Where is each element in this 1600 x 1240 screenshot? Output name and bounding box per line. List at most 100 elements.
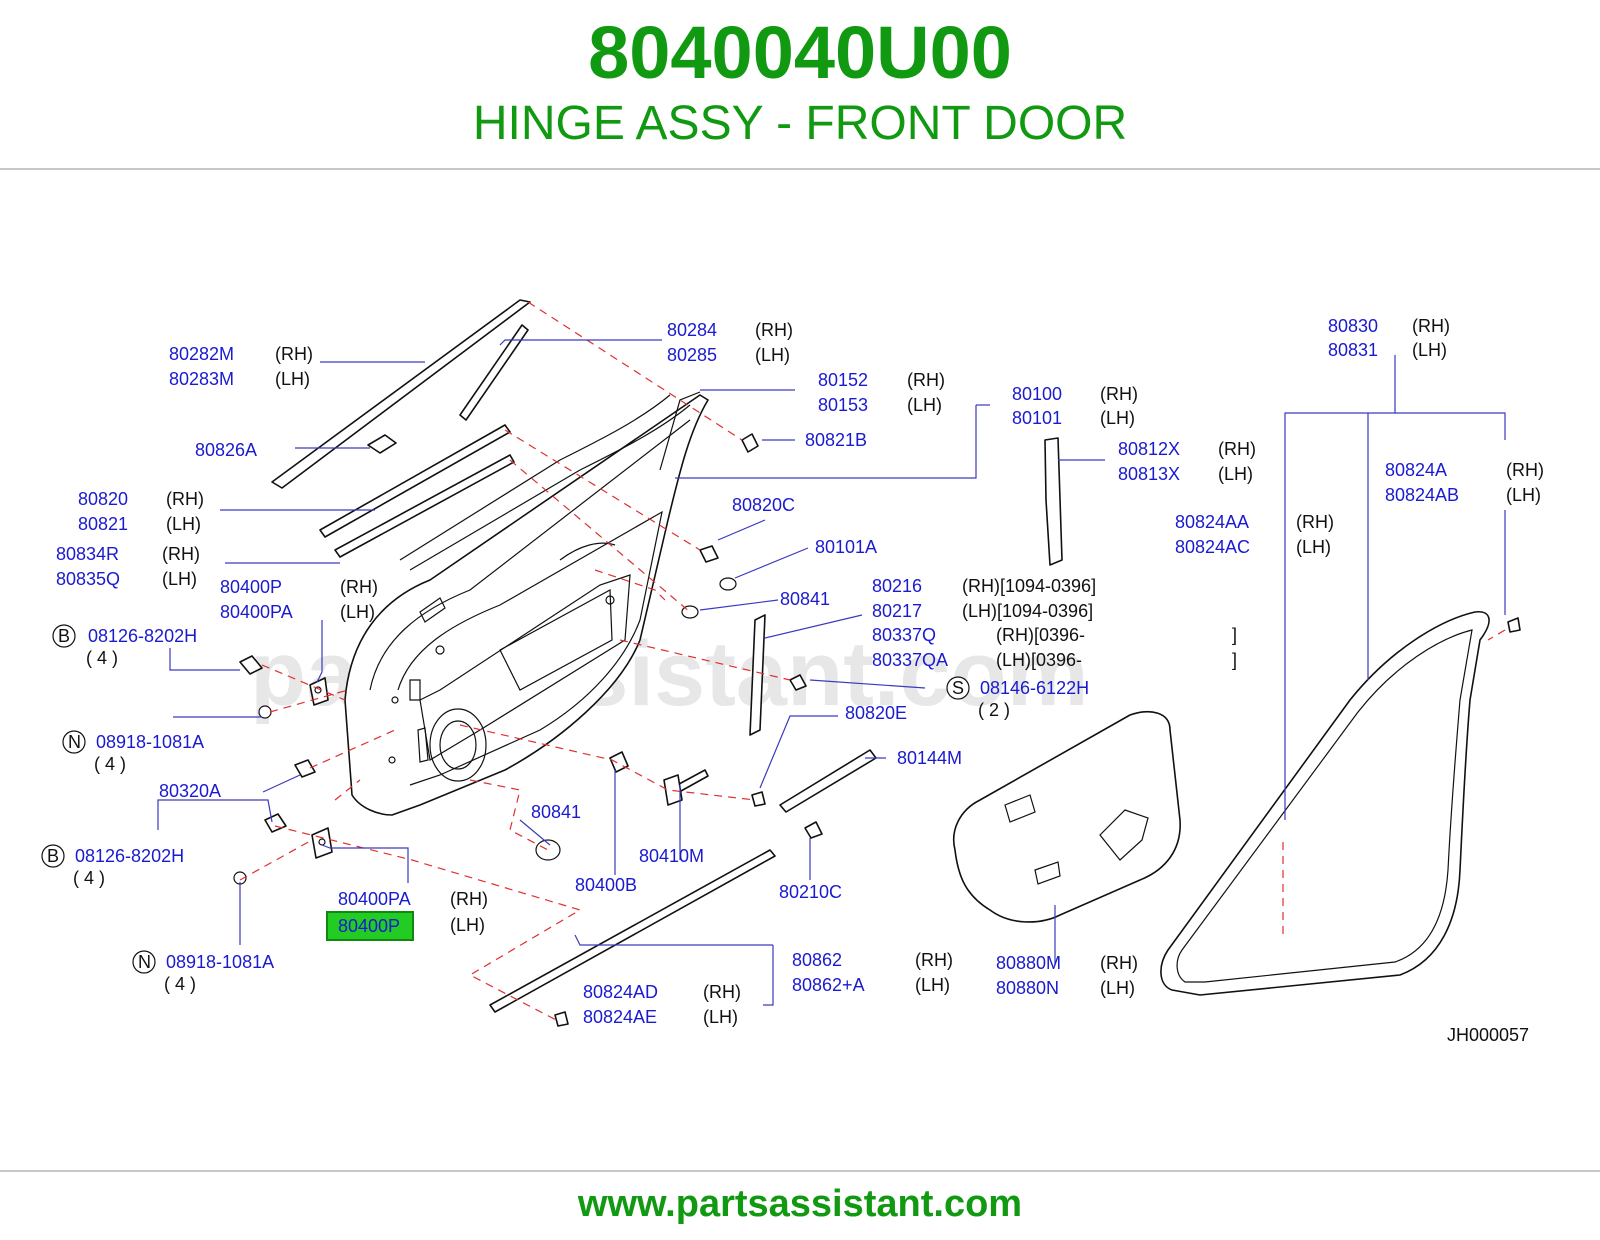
- label-80813X[interactable]: 80813X: [1118, 464, 1180, 484]
- label-08146-6122H[interactable]: 08146-6122H: [980, 678, 1089, 698]
- qty-08126-8202H-bottom: ( 4 ): [73, 868, 105, 888]
- label-80841-top[interactable]: 80841: [780, 589, 830, 609]
- label-80824AA[interactable]: 80824AA: [1175, 512, 1249, 532]
- door-check-drawing: [663, 769, 709, 806]
- badge-circle-b2: [41, 844, 65, 868]
- label-80862[interactable]: 80862: [792, 950, 842, 970]
- badge-circle-n1: [62, 730, 86, 754]
- label-80283M[interactable]: 80283M: [169, 369, 234, 389]
- door-shell-drawing: [344, 394, 709, 816]
- footer-divider: [0, 1170, 1600, 1172]
- part-labels: 80284 (RH) 80285 (LH) 80282M (RH) 80283M…: [41, 316, 1544, 1045]
- label-80830[interactable]: 80830: [1328, 316, 1378, 336]
- side-80830: (RH): [1412, 316, 1450, 336]
- side-80100: (RH): [1100, 384, 1138, 404]
- badge-circle-b1: [52, 624, 76, 648]
- qty-08126-8202H-top: ( 4 ): [86, 648, 118, 668]
- side-80101: (LH): [1100, 408, 1135, 428]
- label-80824AB[interactable]: 80824AB: [1385, 485, 1459, 505]
- label-80216[interactable]: 80216: [872, 576, 922, 596]
- side-80834R: (RH): [162, 544, 200, 564]
- label-80812X[interactable]: 80812X: [1118, 439, 1180, 459]
- label-80820C[interactable]: 80820C: [732, 495, 795, 515]
- label-80337Q[interactable]: 80337Q: [872, 625, 936, 645]
- alignment-dashes: [239, 301, 1506, 1023]
- label-80210C[interactable]: 80210C: [779, 882, 842, 902]
- badge-n1: N: [68, 732, 81, 752]
- side-80862A: (LH): [915, 975, 950, 995]
- label-80824AD[interactable]: 80824AD: [583, 982, 658, 1002]
- badge-n2: N: [138, 952, 151, 972]
- label-80820E[interactable]: 80820E: [845, 703, 907, 723]
- label-80152[interactable]: 80152: [818, 370, 868, 390]
- footer-url[interactable]: www.partsassistant.com: [577, 1183, 1023, 1225]
- side-80283M: (LH): [275, 369, 310, 389]
- side-80820: (RH): [166, 489, 204, 509]
- label-80282M[interactable]: 80282M: [169, 344, 234, 364]
- badge-circle-n2: [132, 950, 156, 974]
- label-80826A[interactable]: 80826A: [195, 440, 257, 460]
- label-80824A[interactable]: 80824A: [1385, 460, 1447, 480]
- qty-08918-1081A-bottom: ( 4 ): [164, 974, 196, 994]
- label-80337QA[interactable]: 80337QA: [872, 650, 948, 670]
- label-80153[interactable]: 80153: [818, 395, 868, 415]
- label-80285[interactable]: 80285: [667, 345, 717, 365]
- header-divider: [0, 168, 1600, 170]
- label-08918-1081A-top[interactable]: 08918-1081A: [96, 732, 204, 752]
- side-80400PA-top: (LH): [340, 602, 375, 622]
- label-80821B[interactable]: 80821B: [805, 430, 867, 450]
- sash-channel-drawing: [749, 437, 1063, 736]
- label-80824AC[interactable]: 80824AC: [1175, 537, 1250, 557]
- label-80400P-top[interactable]: 80400P: [220, 577, 282, 597]
- label-80880N[interactable]: 80880N: [996, 978, 1059, 998]
- side-80813X: (LH): [1218, 464, 1253, 484]
- label-80410M[interactable]: 80410M: [639, 846, 704, 866]
- label-80101[interactable]: 80101: [1012, 408, 1062, 428]
- side-80216: (RH)[1094-0396]: [962, 576, 1096, 596]
- side-80284: (RH): [755, 320, 793, 340]
- label-08918-1081A-bottom[interactable]: 08918-1081A: [166, 952, 274, 972]
- badge-circle-s: [946, 676, 970, 700]
- side-80824AB: (LH): [1506, 485, 1541, 505]
- label-80100[interactable]: 80100: [1012, 384, 1062, 404]
- side-80285: (LH): [755, 345, 790, 365]
- label-08126-8202H-top[interactable]: 08126-8202H: [88, 626, 197, 646]
- label-80820[interactable]: 80820: [78, 489, 128, 509]
- label-80821[interactable]: 80821: [78, 514, 128, 534]
- label-80144M[interactable]: 80144M: [897, 748, 962, 768]
- side-80821: (LH): [166, 514, 201, 534]
- diagram-code: JH000057: [1447, 1025, 1529, 1045]
- side-80824AA: (RH): [1296, 512, 1334, 532]
- label-80862A[interactable]: 80862+A: [792, 975, 865, 995]
- qty-08146-6122H: ( 2 ): [978, 700, 1010, 720]
- label-80880M[interactable]: 80880M: [996, 953, 1061, 973]
- side-80824AE: (LH): [703, 1007, 738, 1027]
- label-80400PA-bottom[interactable]: 80400PA: [338, 889, 411, 909]
- side-80824AC: (LH): [1296, 537, 1331, 557]
- side-80880M: (RH): [1100, 953, 1138, 973]
- label-80835Q[interactable]: 80835Q: [56, 569, 120, 589]
- label-80824AE[interactable]: 80824AE: [583, 1007, 657, 1027]
- qty-08918-1081A-top: ( 4 ): [94, 754, 126, 774]
- badge-s: S: [952, 678, 964, 698]
- side-80824A: (RH): [1506, 460, 1544, 480]
- label-80400P-highlighted[interactable]: 80400P: [338, 916, 400, 936]
- label-80320A[interactable]: 80320A: [159, 781, 221, 801]
- label-80400B[interactable]: 80400B: [575, 875, 637, 895]
- label-80284[interactable]: 80284: [667, 320, 717, 340]
- side-80400PA-bottom: (RH): [450, 889, 488, 909]
- label-80834R[interactable]: 80834R: [56, 544, 119, 564]
- label-80400PA-top[interactable]: 80400PA: [220, 602, 293, 622]
- label-80831[interactable]: 80831: [1328, 340, 1378, 360]
- side-80400P-highlighted: (LH): [450, 915, 485, 935]
- label-08126-8202H-bottom[interactable]: 08126-8202H: [75, 846, 184, 866]
- label-80101A[interactable]: 80101A: [815, 537, 877, 557]
- weatherstrip-upper-drawing: [271, 299, 531, 558]
- door-trim-board-drawing: [953, 711, 1181, 923]
- label-80217[interactable]: 80217: [872, 601, 922, 621]
- label-80841-bottom[interactable]: 80841: [531, 802, 581, 822]
- side-80152: (RH): [907, 370, 945, 390]
- bracket-80337QA: ]: [1232, 650, 1237, 670]
- badge-b2: B: [47, 846, 59, 866]
- badge-b1: B: [58, 626, 70, 646]
